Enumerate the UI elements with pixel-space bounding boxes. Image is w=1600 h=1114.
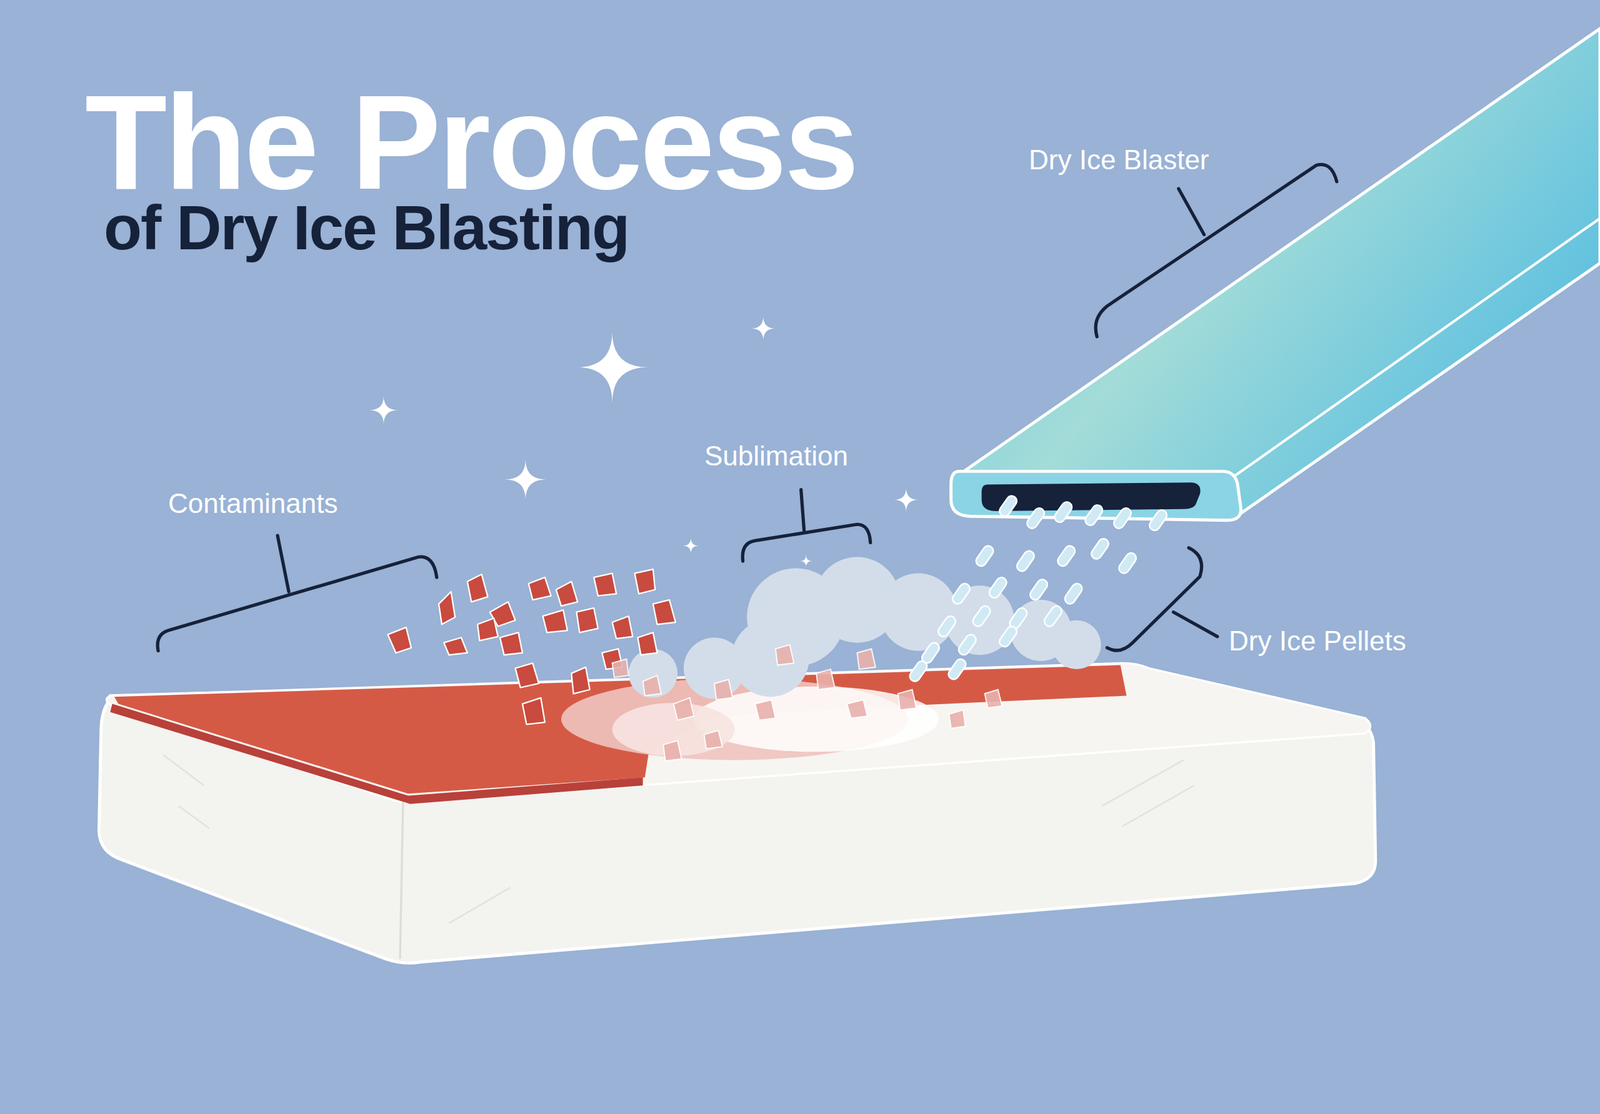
part-label: Sublimation — [704, 442, 849, 470]
dry-ice-pellets — [907, 493, 1169, 684]
title-heading: The Process — [85, 75, 857, 210]
part-label: Dry Ice Blaster — [1028, 146, 1210, 174]
part-label: Dry Ice Pellets — [1228, 627, 1407, 655]
part-label: Contaminants — [168, 490, 338, 518]
surface-block — [98, 663, 1375, 964]
sparkles — [369, 316, 919, 568]
faded-chips — [612, 645, 1003, 762]
blaster-nozzle — [951, 28, 1600, 521]
contaminant-chips — [387, 569, 675, 725]
subtitle-heading: of Dry Ice Blasting — [103, 196, 629, 259]
sublimation-cloud — [628, 557, 1102, 700]
